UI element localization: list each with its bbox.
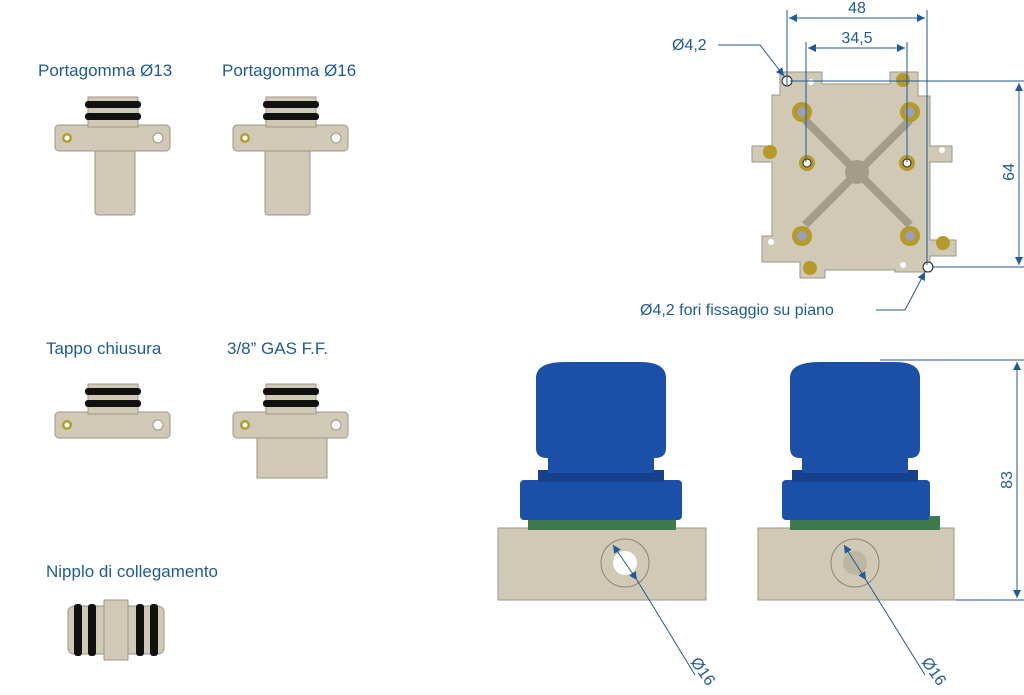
fitting-portagomma-16	[232, 96, 349, 216]
dim-hole-top: Ø4,2	[672, 37, 707, 54]
dim-width-outer: 48	[848, 0, 866, 17]
front-view-left: Ø16	[497, 362, 718, 690]
dim-height-top: 64	[1001, 163, 1018, 181]
fitting-nipplo	[67, 599, 165, 661]
label-nipplo: Nipplo di collegamento	[46, 562, 218, 581]
dim-height-front: 83	[999, 471, 1016, 489]
label-tappo-chiusura: Tappo chiusura	[46, 339, 162, 358]
fitting-portagomma-13	[54, 96, 171, 216]
front-view-right: Ø16 83	[757, 359, 1024, 690]
fitting-tappo-chiusura	[54, 383, 171, 439]
top-view	[751, 71, 957, 279]
label-portagomma-13: Portagomma Ø13	[38, 61, 172, 80]
dim-width-inner: 34,5	[841, 30, 872, 47]
dim-port-right: Ø16	[918, 655, 949, 690]
label-gas: 3/8” GAS F.F.	[227, 339, 328, 358]
top-dimensions: 48 34,5 64 Ø4,2 Ø4,2 fori fissaggio su p…	[640, 0, 1024, 319]
dim-hole-note: Ø4,2 fori fissaggio su piano	[640, 302, 834, 319]
label-portagomma-16: Portagomma Ø16	[222, 61, 356, 80]
fitting-gas	[232, 383, 349, 479]
dim-port-left: Ø16	[687, 655, 718, 690]
